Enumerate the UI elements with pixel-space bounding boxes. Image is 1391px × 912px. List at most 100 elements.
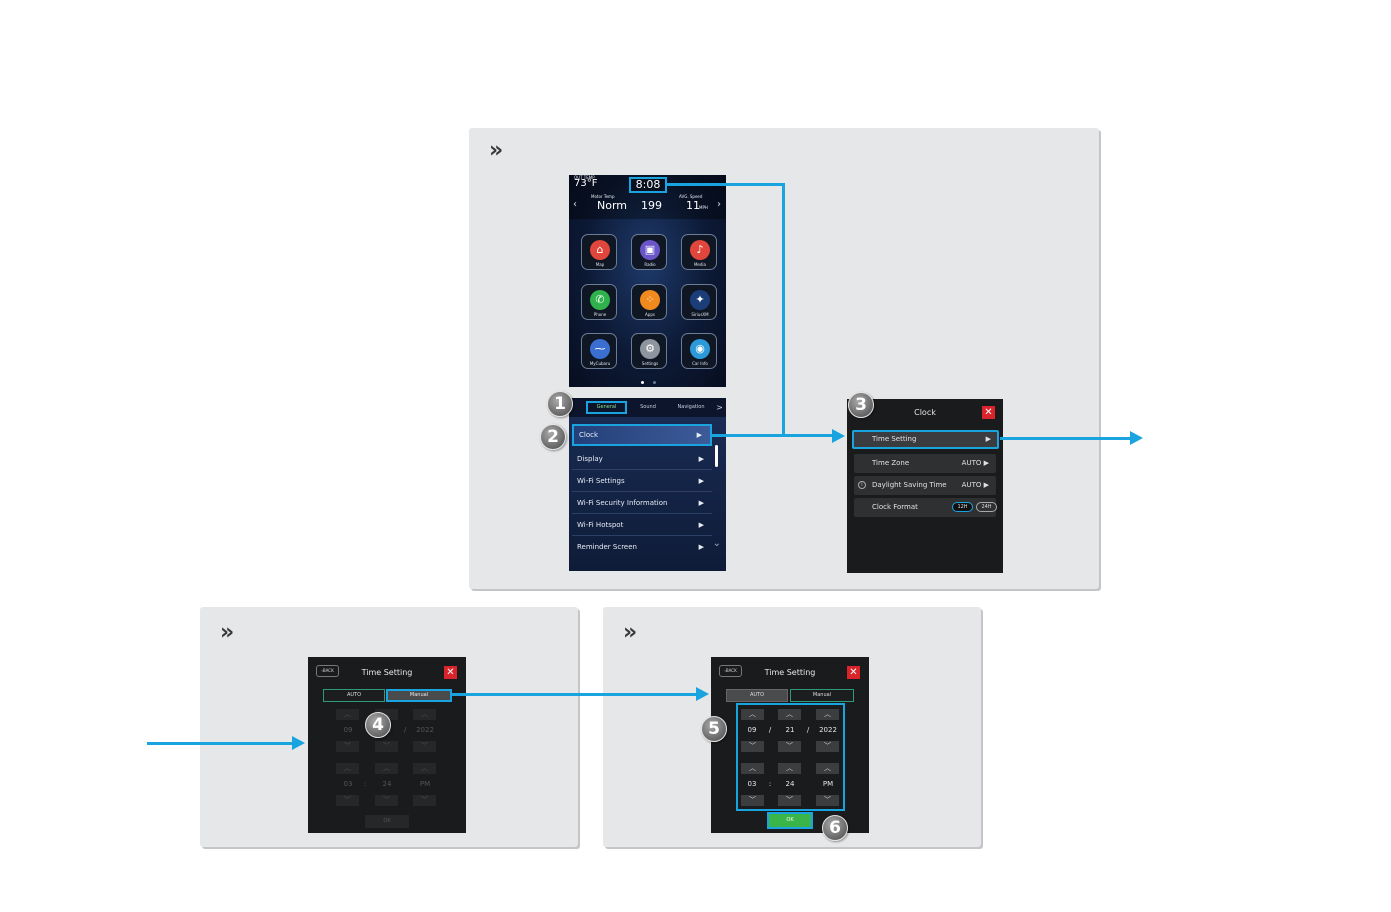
app-tile[interactable]: ✆Phone bbox=[581, 284, 617, 320]
close-button[interactable]: ✕ bbox=[847, 666, 860, 679]
scroll-down-icon[interactable]: ⌄ bbox=[712, 538, 721, 549]
step-badge-3: 3 bbox=[848, 392, 874, 418]
mode-manual-button[interactable]: Manual bbox=[790, 689, 854, 702]
tab-general[interactable]: General bbox=[586, 401, 627, 414]
settings-row-wifi-hotspot[interactable]: Wi-Fi Hotspot ▶ bbox=[572, 514, 712, 536]
ampm-up-button[interactable]: ︿ bbox=[816, 763, 839, 774]
month-down-button: ﹀ bbox=[336, 741, 359, 752]
chevron-right-icon[interactable]: › bbox=[717, 199, 721, 210]
app-label: Car Info bbox=[692, 361, 708, 366]
clock-row-daylight-saving[interactable]: i Daylight Saving Time AUTO ▶ bbox=[854, 476, 996, 495]
arrow-icon bbox=[292, 736, 305, 750]
format-12h-toggle[interactable]: 12H bbox=[952, 502, 973, 512]
chevron-right-icon: ▶ bbox=[698, 477, 704, 485]
clock-display[interactable]: 8:08 bbox=[629, 177, 667, 193]
day-down-button: ﹀ bbox=[375, 741, 398, 752]
connector-line bbox=[782, 183, 785, 437]
hour-down-button[interactable]: ﹀ bbox=[741, 795, 764, 806]
settings-row-wifi-security[interactable]: Wi-Fi Security Information ▶ bbox=[572, 492, 712, 514]
row-value: AUTO ▶ bbox=[961, 481, 989, 489]
ampm-down-button[interactable]: ﹀ bbox=[816, 795, 839, 806]
settings-row-clock[interactable]: Clock ▶ bbox=[572, 424, 712, 446]
page-dot[interactable] bbox=[653, 381, 656, 384]
row-value: AUTO ▶ bbox=[961, 459, 989, 467]
row-label: Wi-Fi Security Information bbox=[577, 499, 668, 507]
connector-line bbox=[147, 742, 292, 745]
tab-next-button[interactable]: > bbox=[716, 403, 723, 412]
app-tile[interactable]: ⚙Settings bbox=[631, 333, 667, 369]
app-tile[interactable]: ◉Car Info bbox=[681, 333, 717, 369]
back-button[interactable]: ‹BACK bbox=[316, 665, 339, 677]
settings-row-wifi-settings[interactable]: Wi-Fi Settings ▶ bbox=[572, 470, 712, 492]
chevron-right-icon: ▶ bbox=[985, 435, 991, 443]
year-up-button[interactable]: ︿ bbox=[816, 709, 839, 720]
month-value: 09 bbox=[343, 726, 353, 734]
format-24h-toggle[interactable]: 24H bbox=[976, 502, 997, 512]
settings-screen: General Sound Navigation > Clock ▶ Displ… bbox=[569, 398, 726, 571]
app-tile[interactable]: ▣Radio bbox=[631, 234, 667, 270]
close-button[interactable]: ✕ bbox=[444, 666, 457, 679]
app-tile[interactable]: ✦ SiriusXM bbox=[681, 284, 717, 320]
mode-auto-button[interactable]: AUTO bbox=[323, 689, 385, 702]
chevron-icon: » bbox=[220, 620, 234, 645]
screen-title: Time Setting bbox=[361, 668, 413, 677]
month-up-button[interactable]: ︿ bbox=[741, 709, 764, 720]
hour-down-button: ﹀ bbox=[336, 795, 359, 806]
year-down-button: ﹀ bbox=[413, 741, 436, 752]
clock-row-clock-format: Clock Format 12H 24H bbox=[854, 498, 997, 517]
screen-title: Clock bbox=[914, 408, 936, 417]
app-tile[interactable]: ♪Media bbox=[681, 234, 717, 270]
minute-down-button: ﹀ bbox=[375, 795, 398, 806]
minute-down-button[interactable]: ﹀ bbox=[778, 795, 801, 806]
map-icon: ⌂ bbox=[590, 240, 610, 260]
ok-button[interactable]: OK bbox=[767, 812, 813, 829]
home-screen: OUT TEMP 73°F 8:08 Motor Temp ‹ Norm 199… bbox=[569, 175, 726, 387]
screen-title: Time Setting bbox=[764, 668, 816, 677]
month-down-button[interactable]: ﹀ bbox=[741, 741, 764, 752]
clock-row-time-setting[interactable]: Time Setting ▶ bbox=[852, 430, 999, 449]
day-up-button[interactable]: ︿ bbox=[778, 709, 801, 720]
scrollbar[interactable] bbox=[715, 445, 718, 467]
app-tile[interactable]: ⌂Map bbox=[581, 234, 617, 270]
year-down-button[interactable]: ﹀ bbox=[816, 741, 839, 752]
chevron-right-icon: ▶ bbox=[698, 455, 704, 463]
month-up-button: ︿ bbox=[336, 709, 359, 720]
app-label: MyCubaru bbox=[589, 361, 611, 366]
row-label: Wi-Fi Settings bbox=[577, 477, 625, 485]
month-value: 09 bbox=[747, 726, 757, 734]
minute-value: 24 bbox=[382, 780, 392, 788]
chevron-icon: » bbox=[489, 138, 503, 163]
chevron-right-icon: ▶ bbox=[696, 431, 702, 439]
year-value: 2022 bbox=[416, 726, 434, 734]
chevron-right-icon: ▶ bbox=[698, 499, 704, 507]
settings-row-reminder-screen[interactable]: Reminder Screen ▶ bbox=[572, 536, 712, 558]
app-label: SiriusXM bbox=[691, 312, 709, 317]
app-tile[interactable]: ⁓ MyCubaru bbox=[581, 333, 617, 369]
info-icon[interactable]: i bbox=[858, 481, 866, 489]
mode-auto-button[interactable]: AUTO bbox=[726, 689, 788, 702]
clock-row-time-zone[interactable]: Time Zone AUTO ▶ bbox=[854, 454, 996, 473]
chevron-left-icon[interactable]: ‹ bbox=[573, 199, 577, 210]
row-label: Clock Format bbox=[872, 503, 918, 511]
date-separator: / bbox=[806, 726, 810, 734]
settings-row-display[interactable]: Display ▶ bbox=[572, 448, 712, 470]
step-badge-6: 6 bbox=[822, 815, 848, 841]
app-tile[interactable]: ⁘Apps bbox=[631, 284, 667, 320]
arrow-icon bbox=[696, 687, 709, 701]
my-subaru-icon: ⁓ bbox=[590, 339, 610, 359]
page-dot-active[interactable] bbox=[641, 381, 644, 384]
arrow-icon bbox=[1130, 431, 1143, 445]
tab-navigation[interactable]: Navigation bbox=[677, 404, 705, 410]
back-button[interactable]: ‹BACK bbox=[719, 665, 742, 677]
close-button[interactable]: ✕ bbox=[982, 406, 995, 419]
row-label: Clock bbox=[579, 431, 599, 439]
step-badge-5: 5 bbox=[701, 716, 727, 742]
time-setting-screen-manual: ‹BACK Time Setting ✕ AUTO Manual ︿ ︿ ︿ 0… bbox=[711, 657, 869, 833]
tab-sound[interactable]: Sound bbox=[640, 404, 656, 410]
siriusxm-icon: ✦ bbox=[690, 290, 710, 310]
mode-manual-button[interactable]: Manual bbox=[386, 689, 452, 702]
hour-up-button[interactable]: ︿ bbox=[741, 763, 764, 774]
minute-up-button[interactable]: ︿ bbox=[778, 763, 801, 774]
ampm-value: PM bbox=[419, 780, 431, 788]
day-down-button[interactable]: ﹀ bbox=[778, 741, 801, 752]
